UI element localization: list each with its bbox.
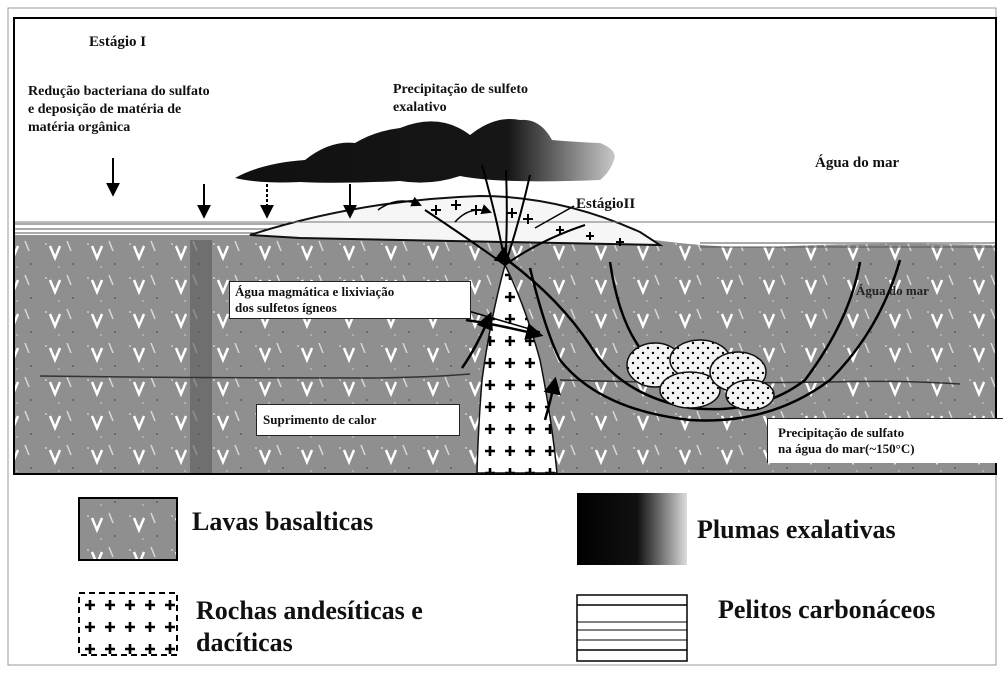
magmatic-leader [464,309,541,333]
legend-label-pelite: Pelitos carbonáceos [718,595,936,624]
exhalative-label-line-2: exalativo [393,100,447,115]
exhalative-plume [235,119,615,183]
bacterial-reduction-line-3: matéria orgânica [28,120,131,135]
dark-band [190,240,212,473]
deposition-arrows [106,158,357,219]
stage-two-label: EstágioII [576,196,636,212]
pelite-layers [15,223,995,248]
magmatic-water-box: Água magmática e lixiviação dos sulfetos… [229,281,471,319]
seawater-label: Água do mar [815,155,900,171]
sulfate-precip-line-1: Precipitação de sulfato [778,425,905,440]
legend-label-andesite-line-2: dacíticas [196,628,293,657]
bacterial-reduction-line-2: e deposição de matéria de [28,102,182,117]
fractures [39,373,961,385]
seawater-inner-label: Água do mar [856,283,929,298]
legend-swatches [78,493,688,662]
heat-supply-box: Suprimento de calor [256,404,460,436]
mound-arrows [377,196,492,223]
legend-swatch-basalt [78,497,178,561]
sulfate-blobs [626,339,775,411]
sulfate-precip-line-2: na água do mar(~150°C) [778,441,915,456]
magmatic-water-line-1: Água magmática e lixiviação [235,284,395,299]
legend-label-basalt: Lavas basalticas [192,507,374,536]
magmatic-water-line-2: dos sulfetos ígneos [235,300,337,315]
sulfate-precip-box: Precipitação de sulfato na água do mar(~… [767,418,1003,463]
stage-two-leader [534,205,575,229]
legend-label-andesite-line-1: Rochas andesíticas e [196,596,423,625]
legend-swatch-pelite [576,594,688,662]
bacterial-reduction-line-1: Redução bacteriana do sulfato [28,84,210,99]
legend-swatch-andesite [78,592,178,656]
stage-title: Estágio I [89,34,147,50]
heat-supply-label: Suprimento de calor [263,412,377,427]
legend-swatch-plume [577,493,687,565]
exhalative-label-line-1: Precipitação de sulfeto [393,82,529,97]
legend-label-plume: Plumas exalativas [697,515,896,544]
